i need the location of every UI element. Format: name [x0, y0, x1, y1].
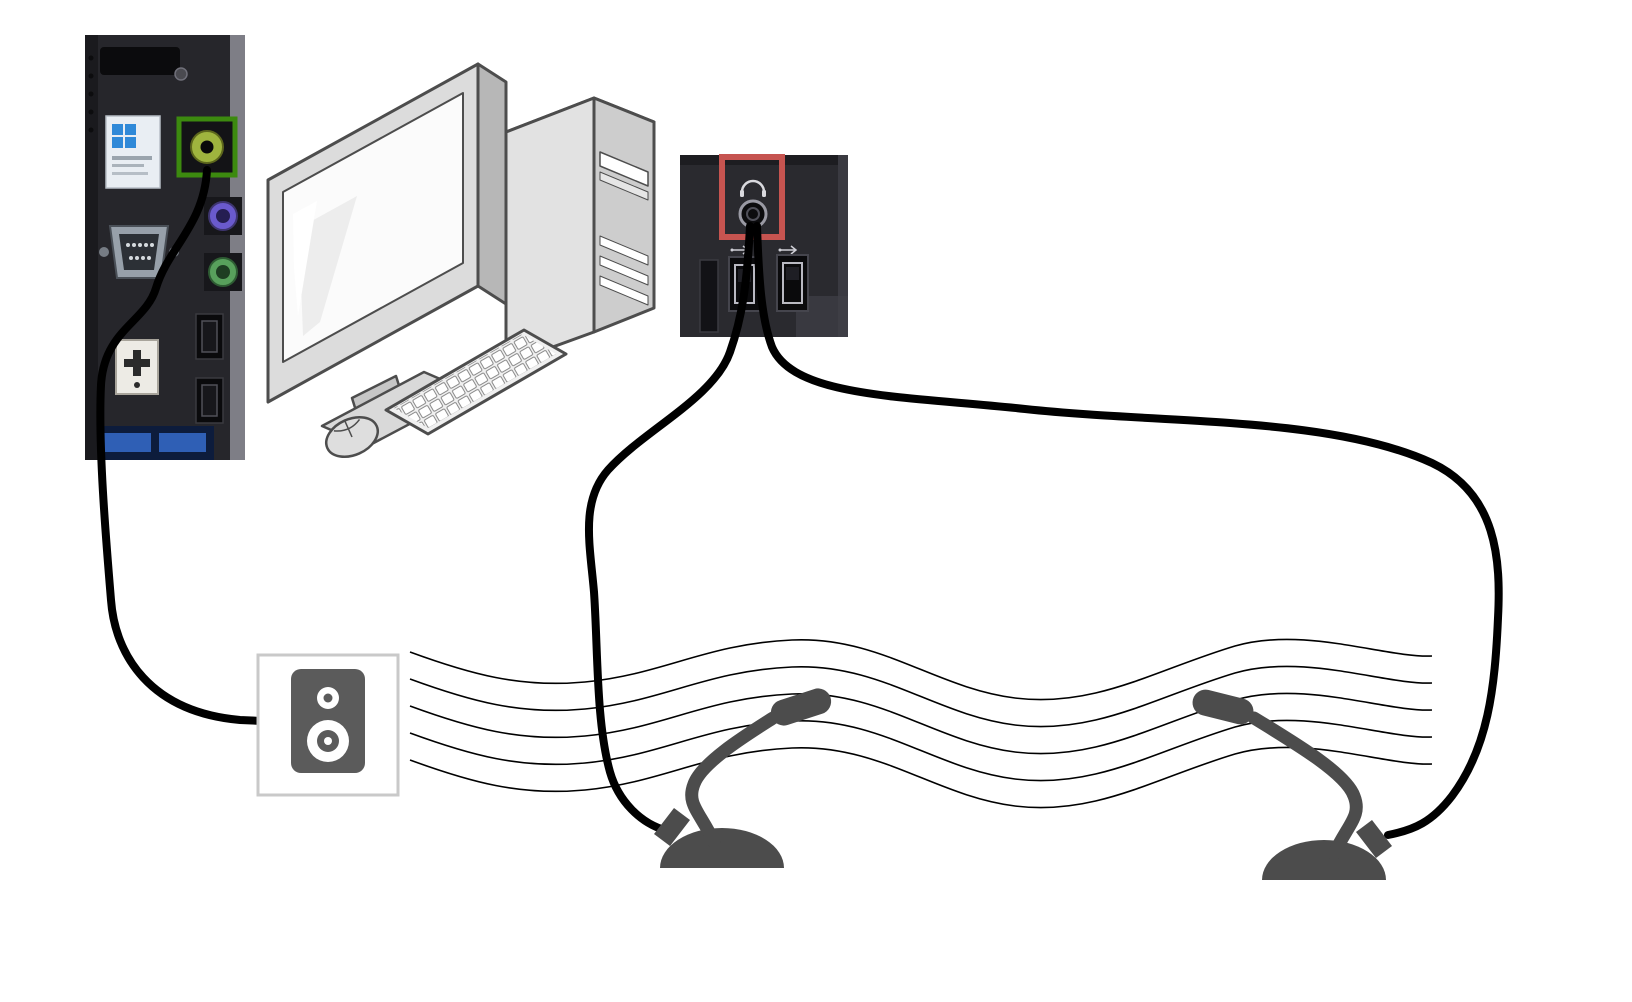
drive-bay	[599, 171, 649, 201]
mic-cable-connector	[654, 808, 690, 846]
headphone-icon	[740, 179, 766, 193]
sound-wave-line	[409, 746, 1433, 809]
rear-panel-left-edge	[85, 35, 98, 460]
mic-base	[660, 828, 784, 868]
sound-wave-line	[409, 692, 1433, 755]
desktop-computer-illustration	[266, 62, 656, 459]
cable-headphone-to-mic-right	[753, 222, 1503, 839]
screw	[174, 67, 188, 81]
sound-wave-line	[409, 665, 1433, 728]
tower-side	[504, 96, 596, 366]
mouse-buttons	[333, 418, 361, 438]
rear-io-panel-photo	[85, 35, 245, 460]
microphone-right	[1192, 689, 1392, 880]
front-panel-photo	[680, 154, 848, 337]
cables	[96, 166, 1503, 839]
sound-waves	[409, 638, 1433, 809]
mic-cable-connector	[1356, 820, 1392, 858]
mic-gooseneck	[685, 711, 780, 849]
cable-headphone-to-mic-left	[585, 222, 754, 835]
plus-label	[115, 339, 159, 395]
keyboard-keys	[394, 334, 556, 428]
mic-base	[1262, 840, 1386, 880]
mouse	[325, 415, 379, 459]
monitor-side	[476, 62, 508, 306]
expansion-slot	[100, 47, 180, 75]
rear-panel-right-edge	[230, 35, 245, 460]
drive-bay	[599, 151, 649, 187]
windows-sticker	[105, 115, 161, 189]
tower-vent	[599, 235, 649, 266]
mic-gooseneck	[1247, 711, 1363, 861]
windows-logo	[112, 124, 123, 135]
sound-wave-line	[409, 638, 1433, 701]
screen-reflection	[293, 201, 317, 316]
screen-shade	[299, 196, 357, 336]
tower-vent	[599, 275, 649, 306]
cable-lineout-to-speaker	[96, 166, 266, 725]
card-slot	[699, 259, 719, 333]
mic-head	[1192, 689, 1254, 725]
usb3-ports	[98, 426, 214, 460]
mic-head	[770, 688, 832, 726]
microphone-left	[654, 688, 832, 868]
tower-vent	[599, 255, 649, 286]
usb-symbol	[778, 245, 798, 255]
speaker	[256, 653, 400, 797]
